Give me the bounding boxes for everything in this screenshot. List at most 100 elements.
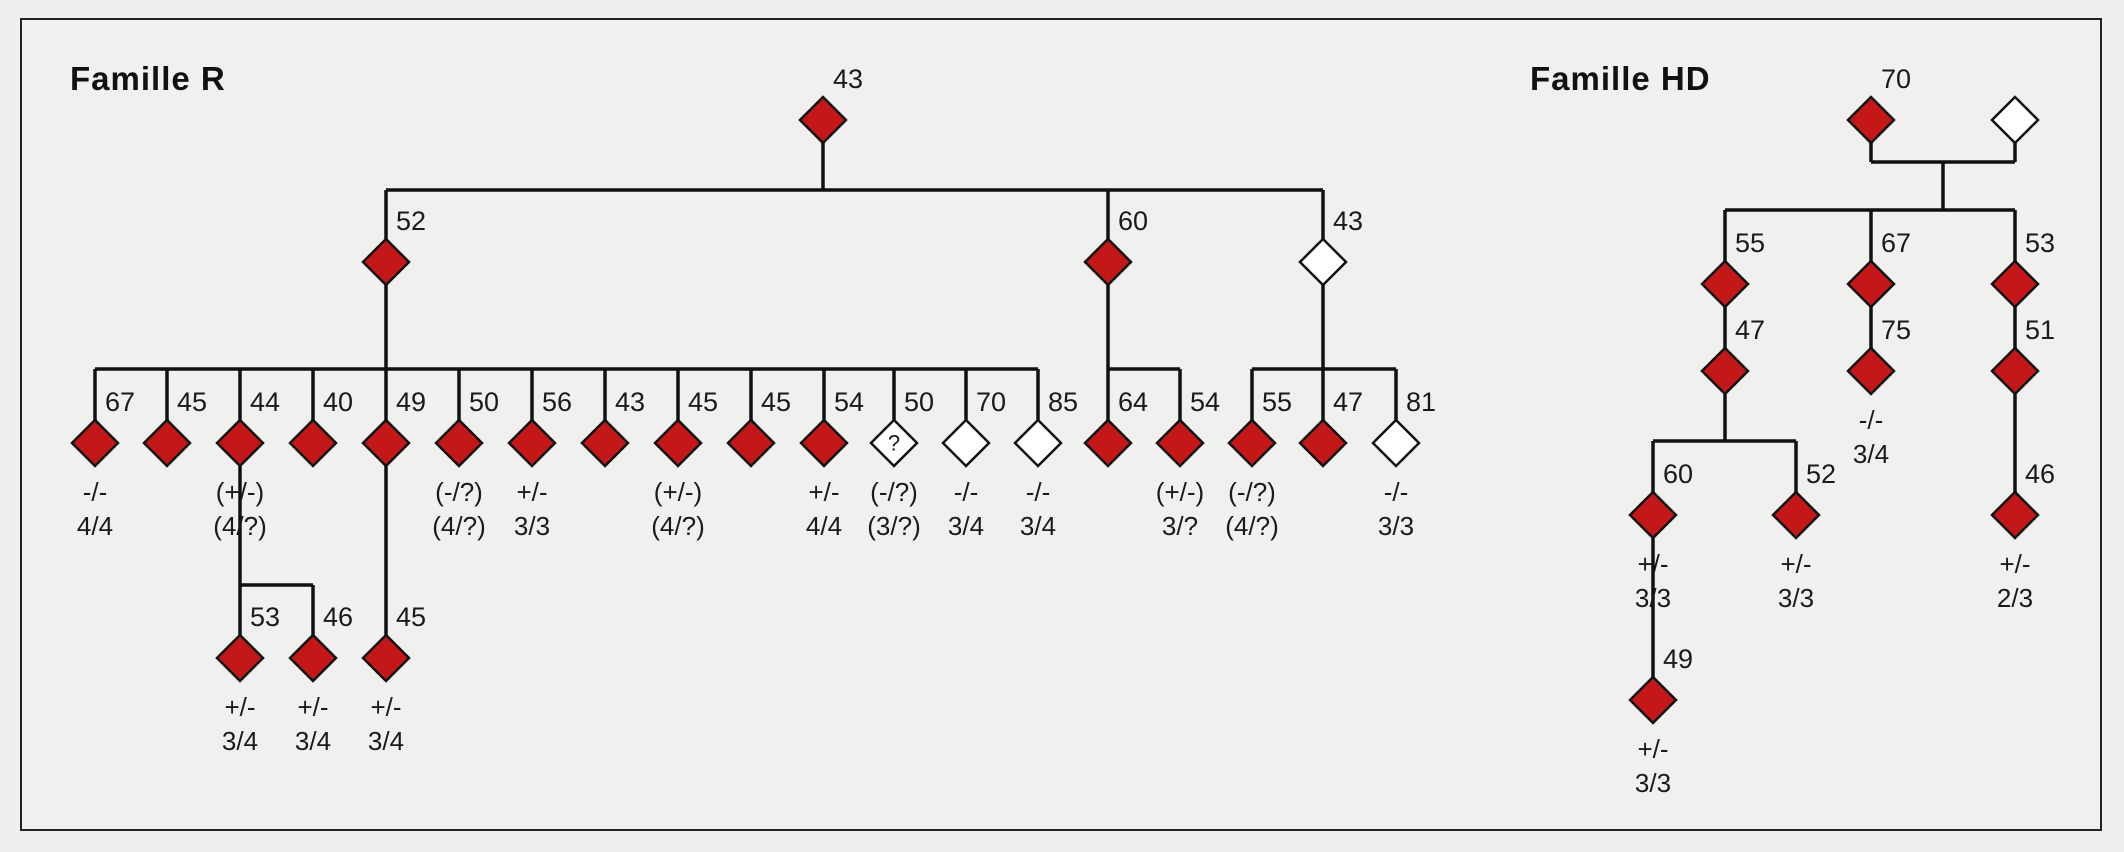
genotype-label: 3/4 [1020,511,1056,541]
individual-r-46: 46 +/- 3/4 [288,602,353,756]
unaffected-diamond [1371,418,1421,468]
affected-diamond [1298,418,1348,468]
affected-diamond [726,418,776,468]
individual-r-43c: 43 [580,387,645,468]
affected-diamond [434,418,484,468]
individual-r-50a: 50(-/?)(4/?) [432,387,499,541]
genotype-label: -/- [1384,477,1409,507]
individual-r-85: 85-/-3/4 [1013,387,1078,541]
individual-r-81: 81-/-3/3 [1371,387,1436,541]
individual-h-49: 49+/-3/3 [1628,644,1693,798]
genotype-label: 3/4 [368,726,404,756]
affected-diamond [507,418,557,468]
age-label: 70 [976,387,1006,417]
genotype-label: -/- [954,477,979,507]
age-label: 45 [177,387,207,417]
individual-r-53: 53+/-3/4 [215,602,280,756]
individual-h-60: 60+/-3/3 [1628,459,1693,613]
individual-h-46: 46+/-2/3 [1990,459,2055,613]
age-label: 55 [1735,228,1765,258]
genotype-label: +/- [370,692,401,722]
genotype-label: (-/?) [870,477,918,507]
affected-diamond [361,237,411,287]
affected-diamond [1700,259,1750,309]
genotype-label: +/- [297,692,328,722]
age-label: 54 [1190,387,1220,417]
genotype-label: 3/4 [295,726,331,756]
genotype-label: +/- [224,692,255,722]
genotype-label: 3/3 [1635,768,1671,798]
affected-diamond [1628,675,1678,725]
age-label: 55 [1262,387,1292,417]
age-label: 51 [2025,315,2055,345]
individual-h-53: 53 [1990,228,2055,309]
genotype-label: (4/?) [213,511,266,541]
affected-diamond [1628,490,1678,540]
affected-diamond [1227,418,1277,468]
genotype-label: (+/-) [216,477,264,507]
affected-diamond [361,418,411,468]
genotype-label: 2/3 [1997,583,2033,613]
family-hd-title: Famille HD [1530,60,1711,97]
unknown-diamond [869,418,919,468]
individual-h-52: 52+/-3/3 [1771,459,1836,613]
affected-diamond [799,418,849,468]
age-label: 45 [761,387,791,417]
age-label: 54 [834,387,864,417]
individual-r-54a: 54+/-4/4 [799,387,864,541]
affected-diamond [1846,259,1896,309]
affected-diamond [215,418,265,468]
genotype-label: (4/?) [1225,511,1278,541]
age-label: 60 [1118,206,1148,236]
affected-diamond [70,418,120,468]
age-label: 47 [1333,387,1363,417]
individual-r-45a: 45 [142,387,207,468]
individual-r-70: 70-/-3/4 [941,387,1006,541]
affected-diamond [1083,418,1133,468]
affected-diamond [1990,490,2040,540]
individual-h-51: 51 [1990,315,2055,396]
age-label: 45 [688,387,718,417]
individual-r-56: 56+/-3/3 [507,387,572,541]
age-label: 53 [250,602,280,632]
age-label: 46 [323,602,353,632]
genotype-label: 3/3 [1635,583,1671,613]
age-label: 85 [1048,387,1078,417]
genotype-label: 4/4 [77,511,113,541]
individual-h-67: 67 [1846,228,1911,309]
individual-h-47: 47 [1700,315,1765,396]
individual-r-40: 40 [288,387,353,468]
age-label: 43 [833,64,863,94]
unaffected-diamond [941,418,991,468]
affected-diamond [1990,259,2040,309]
genotype-label: -/- [1859,405,1884,435]
individual-r-49: 49 [361,387,426,468]
age-label: 40 [323,387,353,417]
age-label: 43 [1333,206,1363,236]
affected-diamond [1771,490,1821,540]
affected-diamond [142,418,192,468]
individual-r-45b: 45(+/-)(4/?) [651,387,718,541]
individual-h-70: 70 [1846,64,1911,145]
genotype-label: 3/3 [1378,511,1414,541]
age-label: 52 [1806,459,1836,489]
genotype-label: +/- [1780,549,1811,579]
affected-diamond [580,418,630,468]
affected-diamond [1990,346,2040,396]
affected-diamond [1700,346,1750,396]
age-label: 67 [1881,228,1911,258]
age-label: 53 [2025,228,2055,258]
individual-r-50b: ?50(-/?)(3/?) [867,387,934,541]
individual-r-45d: 45+/-3/4 [361,602,426,756]
genotype-label: 3/3 [514,511,550,541]
genotype-label: (-/?) [435,477,483,507]
genotype-label: +/- [1637,734,1668,764]
affected-diamond [653,418,703,468]
age-label: 70 [1881,64,1911,94]
affected-diamond [361,633,411,683]
age-label: 64 [1118,387,1148,417]
individual-r-54b: 54(+/-)3/? [1155,387,1220,541]
individual-r-45c: 45 [726,387,791,468]
individual-h-55: 55 [1700,228,1765,309]
